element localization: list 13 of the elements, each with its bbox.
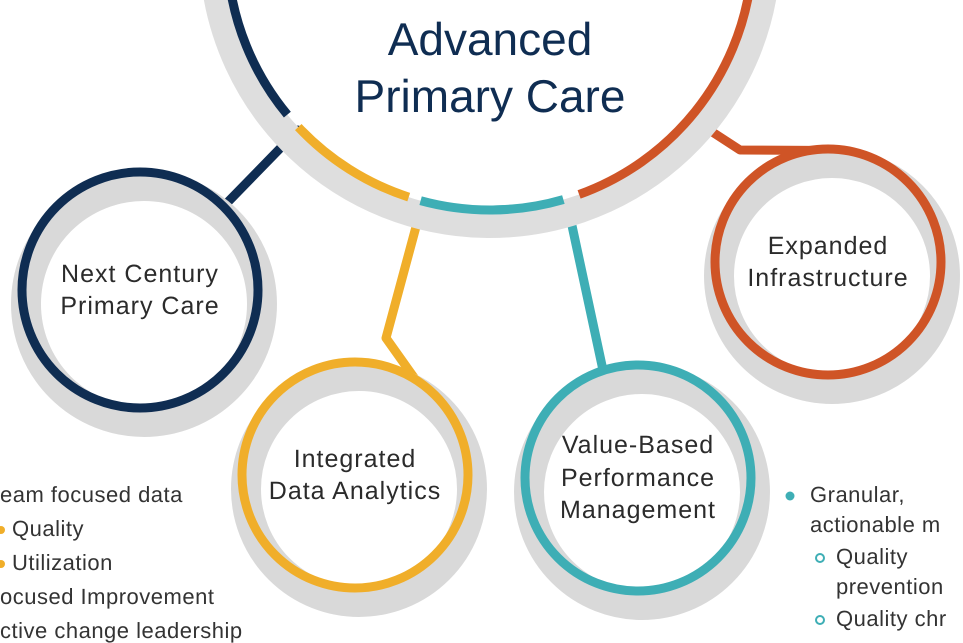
- bullet-text: Granular, actionable m: [810, 481, 942, 539]
- bullet-text: Utilization: [12, 549, 113, 577]
- bullet-text: Quality prevention: [836, 543, 945, 601]
- arc-label: Advanced Primary Care: [354, 12, 626, 124]
- ring-label: Expanded Infrastructure: [746, 230, 910, 294]
- bullet-text: eam focused data: [0, 481, 183, 509]
- ring-label: Next Century Primary Care: [59, 258, 221, 322]
- ring-label: Value-Based Performance Management: [559, 430, 717, 526]
- bullet-text: Quality: [12, 515, 84, 543]
- ring-label: Integrated Data Analytics: [268, 444, 442, 507]
- bullet-text: ocused Improvement: [0, 583, 214, 611]
- bullet-text: ctive change leadership: [0, 617, 243, 643]
- bullet-text: Quality chr: [836, 605, 947, 633]
